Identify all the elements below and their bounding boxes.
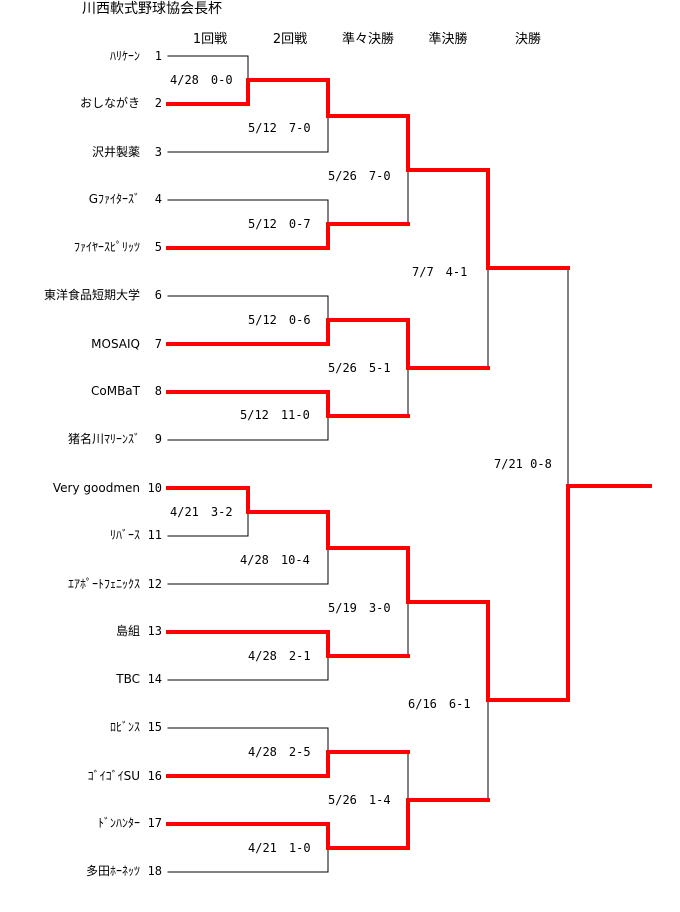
team-name: 沢井製薬 [91, 145, 140, 159]
team-seed: 13 [147, 624, 162, 638]
match-score: 4/28 2-1 [248, 649, 311, 663]
team-seed: 17 [147, 816, 162, 830]
team-name: MOSAIQ [91, 337, 140, 351]
match-score: 5/12 7-0 [248, 121, 311, 135]
team-name: おしながき [79, 96, 140, 110]
team-name: ﾛﾋﾞﾝｽ [109, 720, 140, 734]
bracket-line [167, 199, 329, 225]
bracket-line [167, 727, 329, 753]
match-score: 4/28 10-4 [240, 553, 310, 567]
match-score: 5/12 11-0 [240, 408, 310, 422]
match-score: 5/26 5-1 [328, 361, 391, 375]
team-name: ﾘﾊﾞｰｽ [109, 528, 140, 542]
team-seed: 9 [154, 432, 162, 446]
bracket-line [167, 511, 249, 537]
bracket-line [167, 847, 329, 873]
team-seed: 5 [154, 240, 162, 254]
team-seed: 14 [147, 672, 162, 686]
team-seed: 1 [154, 49, 162, 63]
team-name: Gﾌｧｲﾀｰｽﾞ [88, 192, 140, 206]
winner-path [166, 630, 410, 658]
match-score: 4/21 1-0 [248, 841, 311, 855]
match-score: 5/26 7-0 [328, 169, 391, 183]
winner-path [166, 750, 410, 778]
match-score: 5/26 1-4 [328, 793, 391, 807]
team-name: ｺﾞｲｺﾞｲSU [87, 769, 140, 783]
match-score: 5/12 0-7 [248, 217, 311, 231]
team-seed: 8 [154, 384, 162, 398]
winner-path [486, 600, 570, 702]
round-1-header: 1回戦 [192, 32, 228, 47]
team-name: ｴｱﾎﾟｰﾄﾌｪﾆｯｸｽ [67, 577, 140, 591]
bracket-line [167, 115, 329, 153]
team-name: TBC [116, 672, 140, 686]
match-score: 4/21 3-2 [170, 505, 233, 519]
winner-path [326, 78, 410, 118]
match-score: 7/21 0-8 [494, 457, 552, 471]
bracket-line [167, 55, 249, 81]
team-seed: 3 [154, 145, 162, 159]
team-seed: 18 [147, 864, 162, 878]
winner-path [166, 78, 330, 106]
quarterfinal-header: 準々決勝 [341, 32, 395, 47]
winner-path [406, 798, 490, 850]
bracket-line [167, 415, 329, 441]
bracket-line [167, 295, 329, 321]
winner-path [166, 222, 410, 250]
bracket-line [407, 751, 489, 801]
match-score: 7/7 4-1 [412, 265, 468, 279]
winner-path [486, 168, 570, 270]
team-name: ﾊﾘｹｰﾝ [109, 49, 140, 63]
team-name: 東洋食品短期大学 [43, 288, 140, 302]
semifinal-header: 準決勝 [428, 32, 468, 47]
team-seed: 6 [154, 288, 162, 302]
team-seed: 10 [147, 481, 162, 495]
bracket-line [167, 655, 329, 681]
winner-path [406, 318, 490, 370]
team-name: ﾄﾞﾝﾊﾝﾀｰ [97, 816, 140, 830]
team-name: 多田ﾎｰﾈｯﾂ [85, 864, 140, 878]
team-seed: 11 [147, 528, 162, 542]
winner-path [566, 484, 652, 702]
team-seed: 15 [147, 720, 162, 734]
team-seed: 12 [147, 577, 162, 591]
team-name: 猪名川ﾏﾘｰﾝｽﾞ [67, 432, 140, 446]
team-seed: 2 [154, 96, 162, 110]
team-name: 島組 [115, 624, 140, 638]
bracket-line [167, 547, 329, 585]
winner-path [166, 822, 410, 850]
team-name: Very goodmen [52, 481, 140, 495]
winner-path [406, 114, 490, 172]
match-score: 4/28 2-5 [248, 745, 311, 759]
team-seed: 4 [154, 192, 162, 206]
match-score: 5/12 0-6 [248, 313, 311, 327]
round-2-header: 2回戦 [272, 32, 308, 47]
match-score: 5/19 3-0 [328, 601, 391, 615]
winner-path [166, 486, 330, 514]
winner-path [326, 510, 410, 550]
winner-path [166, 390, 410, 418]
final-header: 決勝 [514, 32, 542, 47]
winner-path [166, 318, 410, 346]
team-seed: 7 [154, 337, 162, 351]
page-title: 川西軟式野球協会長杯 [82, 1, 222, 17]
team-seed: 16 [147, 769, 162, 783]
team-name: CoMBaT [91, 384, 140, 398]
winner-path [406, 546, 490, 604]
match-score: 4/28 0-0 [170, 73, 233, 87]
match-score: 6/16 6-1 [408, 697, 471, 711]
team-name: ﾌｧｲﾔｰｽﾋﾟﾘｯﾂ [73, 240, 140, 254]
